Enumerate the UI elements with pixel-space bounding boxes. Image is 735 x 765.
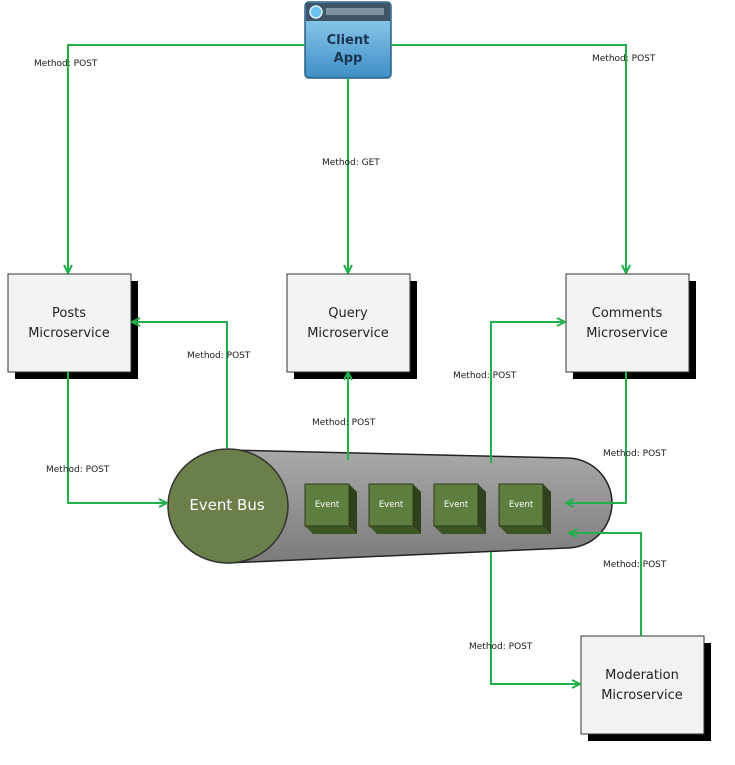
event-block-4: Event bbox=[498, 483, 551, 534]
edge-label-client-to-comments: Method: POST bbox=[592, 54, 656, 64]
client-app-node: Client App bbox=[304, 1, 392, 79]
edge-comments-to-bus bbox=[567, 372, 627, 503]
edge-label-bus-to-posts: Method: POST bbox=[187, 351, 251, 361]
event-block-1: Event bbox=[304, 483, 357, 534]
client-app-label-line1: Client bbox=[327, 33, 370, 48]
edge-client-to-comments bbox=[391, 44, 626, 272]
posts-service-label-line1: Posts bbox=[52, 306, 86, 321]
moderation-service-label-line1: Moderation bbox=[605, 668, 679, 683]
edge-label-client-to-posts: Method: POST bbox=[34, 59, 98, 69]
edge-label-bus-to-comments: Method: POST bbox=[453, 371, 517, 381]
edge-moderation-to-bus bbox=[570, 533, 642, 636]
client-app-label-line2: App bbox=[334, 51, 363, 66]
query-service-label-line2: Microservice bbox=[307, 326, 389, 341]
edge-client-to-posts bbox=[68, 44, 305, 272]
edge-bus-to-posts bbox=[133, 322, 228, 448]
app-logo-icon bbox=[309, 5, 323, 19]
edge-label-bus-to-moderation: Method: POST bbox=[469, 642, 533, 652]
comments-service-label-line2: Microservice bbox=[586, 326, 668, 341]
query-service-label-line1: Query bbox=[328, 306, 368, 321]
edge-posts-to-bus bbox=[67, 372, 166, 503]
comments-service-node: Comments Microservice bbox=[565, 273, 696, 379]
edge-bus-to-moderation bbox=[490, 552, 579, 684]
event-block-2: Event bbox=[368, 483, 421, 534]
event-block-2-label: Event bbox=[379, 500, 404, 510]
event-block-1-label: Event bbox=[315, 500, 340, 510]
comments-service-label-line1: Comments bbox=[592, 306, 663, 321]
edge-label-moderation-to-bus: Method: POST bbox=[603, 560, 667, 570]
moderation-service-node: Moderation Microservice bbox=[580, 635, 711, 741]
event-block-3: Event bbox=[433, 483, 486, 534]
posts-service-node: Posts Microservice bbox=[7, 273, 138, 379]
event-block-3-label: Event bbox=[444, 500, 469, 510]
edge-bus-to-comments bbox=[490, 322, 564, 463]
event-block-4-label: Event bbox=[509, 500, 534, 510]
event-bus-endcap bbox=[167, 448, 289, 564]
edge-label-comments-to-bus: Method: POST bbox=[603, 449, 667, 459]
query-service-node: Query Microservice bbox=[286, 273, 417, 379]
posts-service-label-line2: Microservice bbox=[28, 326, 110, 341]
edge-label-bus-to-query: Method: POST bbox=[312, 418, 376, 428]
event-bus-label: Event Bus bbox=[189, 496, 265, 514]
edge-label-client-to-query: Method: GET bbox=[322, 158, 380, 168]
edge-label-posts-to-bus: Method: POST bbox=[46, 465, 110, 475]
moderation-service-label-line2: Microservice bbox=[601, 688, 683, 703]
